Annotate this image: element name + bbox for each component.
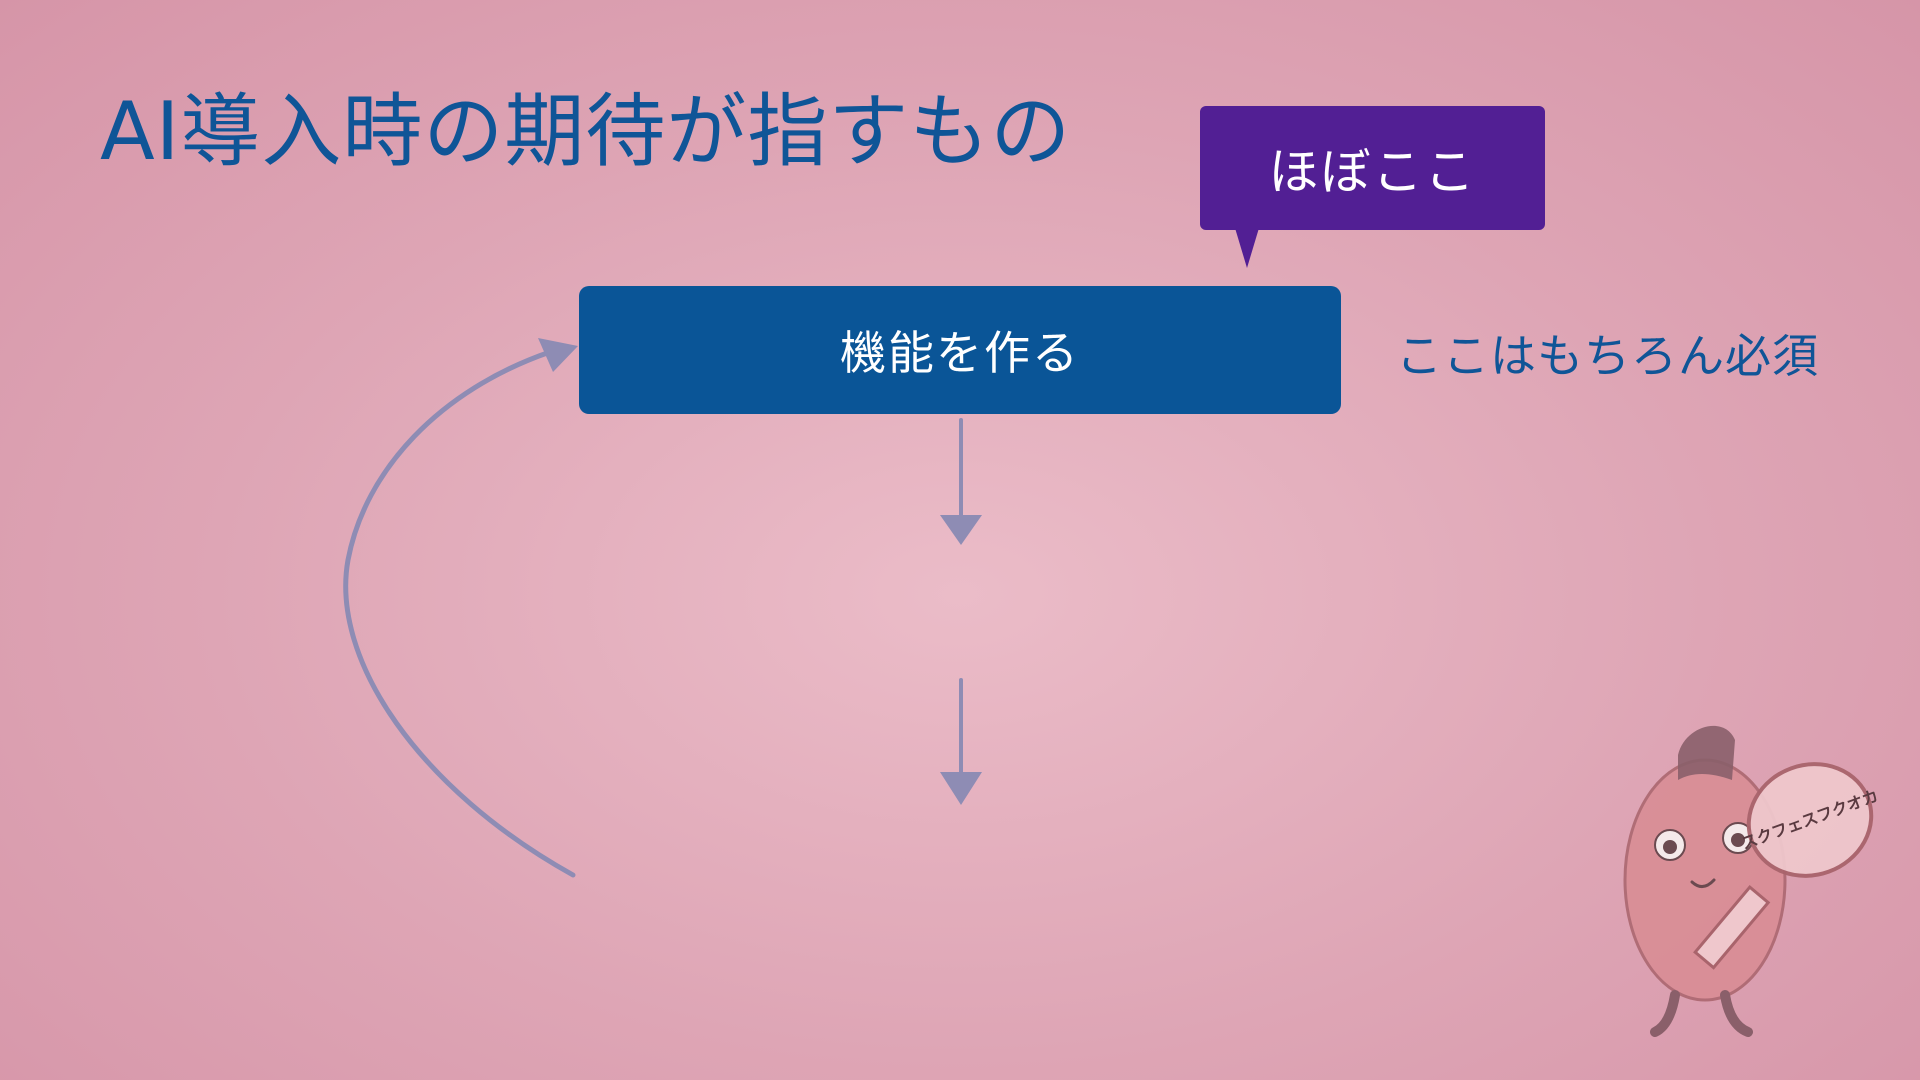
flow-step-box: 機能を作る [579,286,1341,414]
side-note: ここはもちろん必須 [1396,329,1819,383]
slide-title: AI導入時の期待が指すもの [100,85,1072,178]
loop-back-arrow-head [538,338,578,372]
callout-label: ほぼここ [1268,143,1477,201]
arrow-down-2-head [940,772,982,805]
callout-bubble: ほぼここ [1200,106,1545,230]
flow-step-label: 機能を作る [840,326,1080,380]
loop-back-arrow [343,349,576,878]
mascot-illustration: スクフェスフクオカ [1623,725,1880,1037]
arrow-down-1-head [940,515,982,545]
callout-tail [1235,228,1259,268]
